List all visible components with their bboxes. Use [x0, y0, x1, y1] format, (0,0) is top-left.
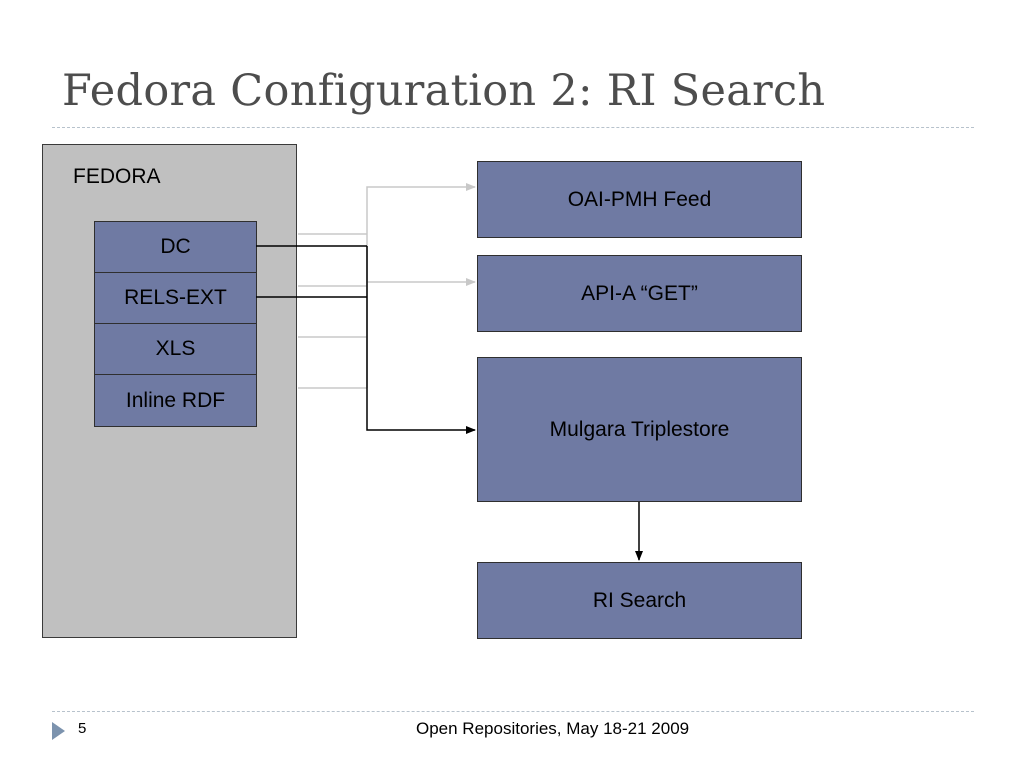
title-divider — [52, 127, 974, 128]
mulgara-triplestore-label: Mulgara Triplestore — [549, 417, 730, 441]
datastream-inline-rdf: Inline RDF — [125, 388, 226, 412]
mulgara-triplestore-box: Mulgara Triplestore — [477, 357, 802, 502]
slide-number: 5 — [78, 720, 87, 737]
datastream-rels-ext: RELS-EXT — [95, 273, 256, 324]
oai-pmh-feed-label: OAI-PMH Feed — [567, 188, 712, 211]
fedora-panel: FEDORA DC RELS-EXT XLS Inline RDF — [42, 144, 297, 638]
datastream-xls: XLS — [95, 324, 256, 375]
triangle-right-icon — [52, 722, 65, 740]
api-a-get-box: API-A “GET” — [477, 255, 802, 332]
ri-search-label: RI Search — [592, 588, 687, 612]
fedora-label: FEDORA — [73, 165, 161, 188]
oai-feed-connector — [366, 183, 476, 388]
oai-pmh-feed-box: OAI-PMH Feed — [477, 161, 802, 238]
footer-text: Open Repositories, May 18-21 2009 — [416, 719, 690, 738]
datastream-dc: DC — [95, 222, 256, 273]
footer-divider — [52, 711, 974, 712]
slide-title: Fedora Configuration 2: RI Search — [62, 66, 826, 116]
api-a-get-label: API-A “GET” — [581, 282, 698, 305]
mulgara-connector — [366, 246, 476, 434]
datastream-stack: DC RELS-EXT XLS Inline RDF — [94, 221, 257, 427]
ri-search-box: RI Search — [477, 562, 802, 639]
